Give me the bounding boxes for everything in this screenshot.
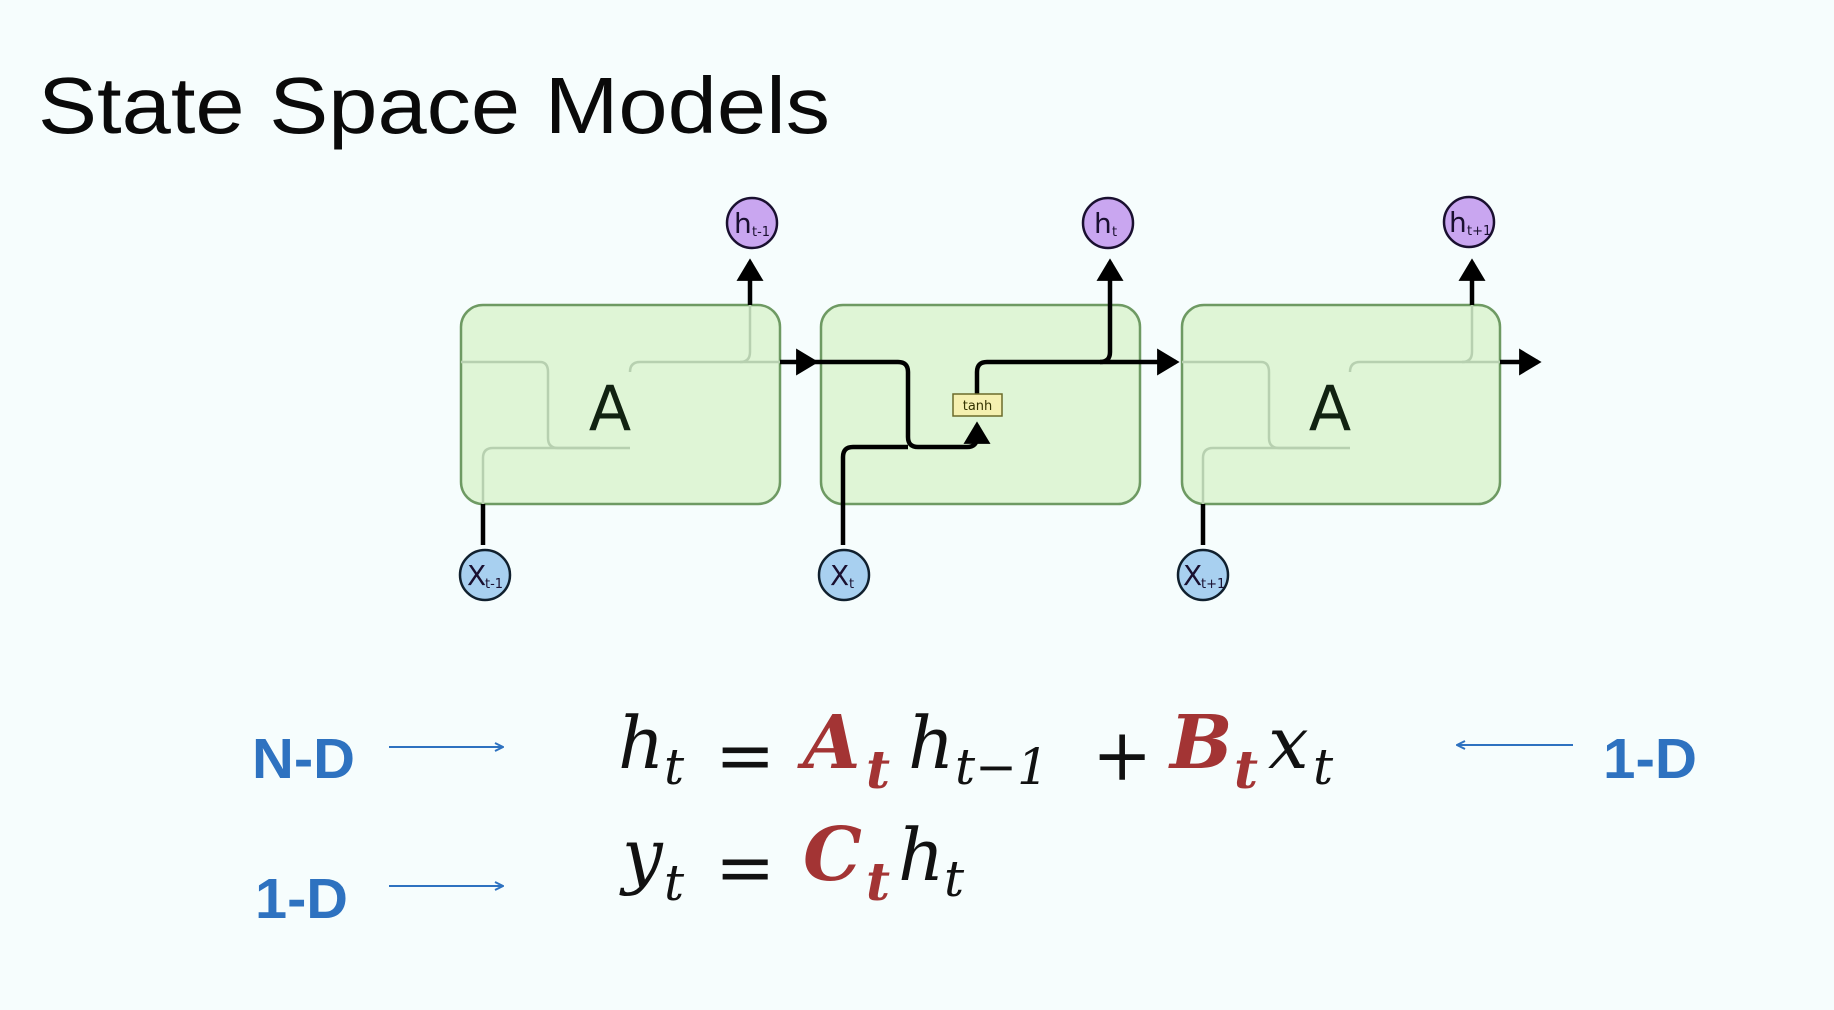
input-node-sub: t-1 [485, 577, 503, 592]
annotation-state-left: N-D [252, 727, 502, 791]
tanh-label: tanh [963, 399, 993, 414]
cell-1-faint-input-wire [481, 446, 600, 504]
output-node-main: h [734, 207, 752, 240]
eq-C-matrix: C [803, 812, 862, 898]
tanh-box [952, 393, 1003, 417]
cell-3-faint-output-wire [1461, 305, 1474, 364]
eq-h: h [618, 701, 664, 785]
output-node-h-t-1: h t-1 [725, 196, 779, 250]
state-arrow-2-to-3 [974, 348, 1180, 394]
eq-h-prev-sub: t−1 [955, 738, 1049, 796]
cell-3-faint-input-wire [1201, 446, 1320, 504]
output-node-sub: t-1 [752, 225, 770, 240]
rnn-diagram: A A tanh [458, 195, 1542, 602]
slide-title: State Space Models [38, 61, 830, 150]
output-node-sub: t [1112, 225, 1117, 240]
output-node-main: h [1449, 206, 1467, 239]
eq-equals: = [715, 713, 775, 797]
cell-3-box [1180, 303, 1502, 506]
cell-1-box [459, 303, 782, 506]
eq-A-sub: t [866, 740, 890, 801]
input-node-main: X [1183, 559, 1202, 592]
cell-2-state-wire [815, 359, 991, 450]
cell-3: A [1180, 303, 1502, 506]
cell-2-input-wire [840, 444, 908, 545]
eq-x: x [1268, 701, 1309, 785]
input-node-sub: t [849, 577, 854, 592]
output-node-sub: t+1 [1467, 224, 1491, 239]
annotation-state-right: 1-D [1458, 727, 1697, 791]
output-equation: y t = C t h t [619, 812, 965, 913]
eq-h-prev: h [908, 701, 954, 785]
label-n-d: N-D [252, 727, 355, 791]
cell-2-output-arrow [1096, 258, 1124, 365]
label-1-d-left: 1-D [255, 867, 348, 931]
cell-1-faint-state-wire [628, 360, 780, 373]
input-node-main: X [830, 559, 849, 592]
eq-plus: + [1092, 713, 1152, 797]
input-node-sub: t+1 [1201, 577, 1225, 592]
eq-h-out: h [898, 813, 944, 897]
eq-h-sub: t [664, 738, 685, 796]
cell-1-faint-output-wire [739, 305, 752, 364]
cell-1-label: A [589, 372, 631, 445]
cell-1: A [459, 303, 782, 506]
cell-3-faint-state-wire [1348, 360, 1500, 373]
eq-equals-2: = [715, 825, 775, 909]
state-equation: h t = A t h t−1 + B t x t [618, 700, 1334, 801]
eq-y: y [619, 813, 664, 897]
eq-B-sub: t [1234, 740, 1258, 801]
eq-C-sub: t [866, 852, 890, 913]
eq-y-sub: t [664, 854, 685, 912]
annotation-output-left: 1-D [255, 867, 502, 931]
output-node-main: h [1094, 207, 1112, 240]
input-node-x-t-1: X t-1 [458, 548, 512, 602]
eq-x-sub: t [1313, 738, 1334, 796]
input-node-x-t: X t [817, 548, 871, 602]
eq-B-matrix: B [1168, 700, 1233, 786]
tanh-activation: tanh [952, 393, 1003, 417]
eq-A-matrix: A [797, 700, 860, 786]
eq-h-out-sub: t [944, 850, 965, 908]
input-node-main: X [467, 559, 486, 592]
cell-3-label: A [1309, 372, 1351, 445]
label-1-d-right: 1-D [1603, 727, 1697, 791]
output-node-h-t+1: h t+1 [1442, 195, 1496, 249]
input-node-x-t+1: X t+1 [1176, 548, 1230, 602]
output-node-h-t: h t [1081, 196, 1135, 250]
